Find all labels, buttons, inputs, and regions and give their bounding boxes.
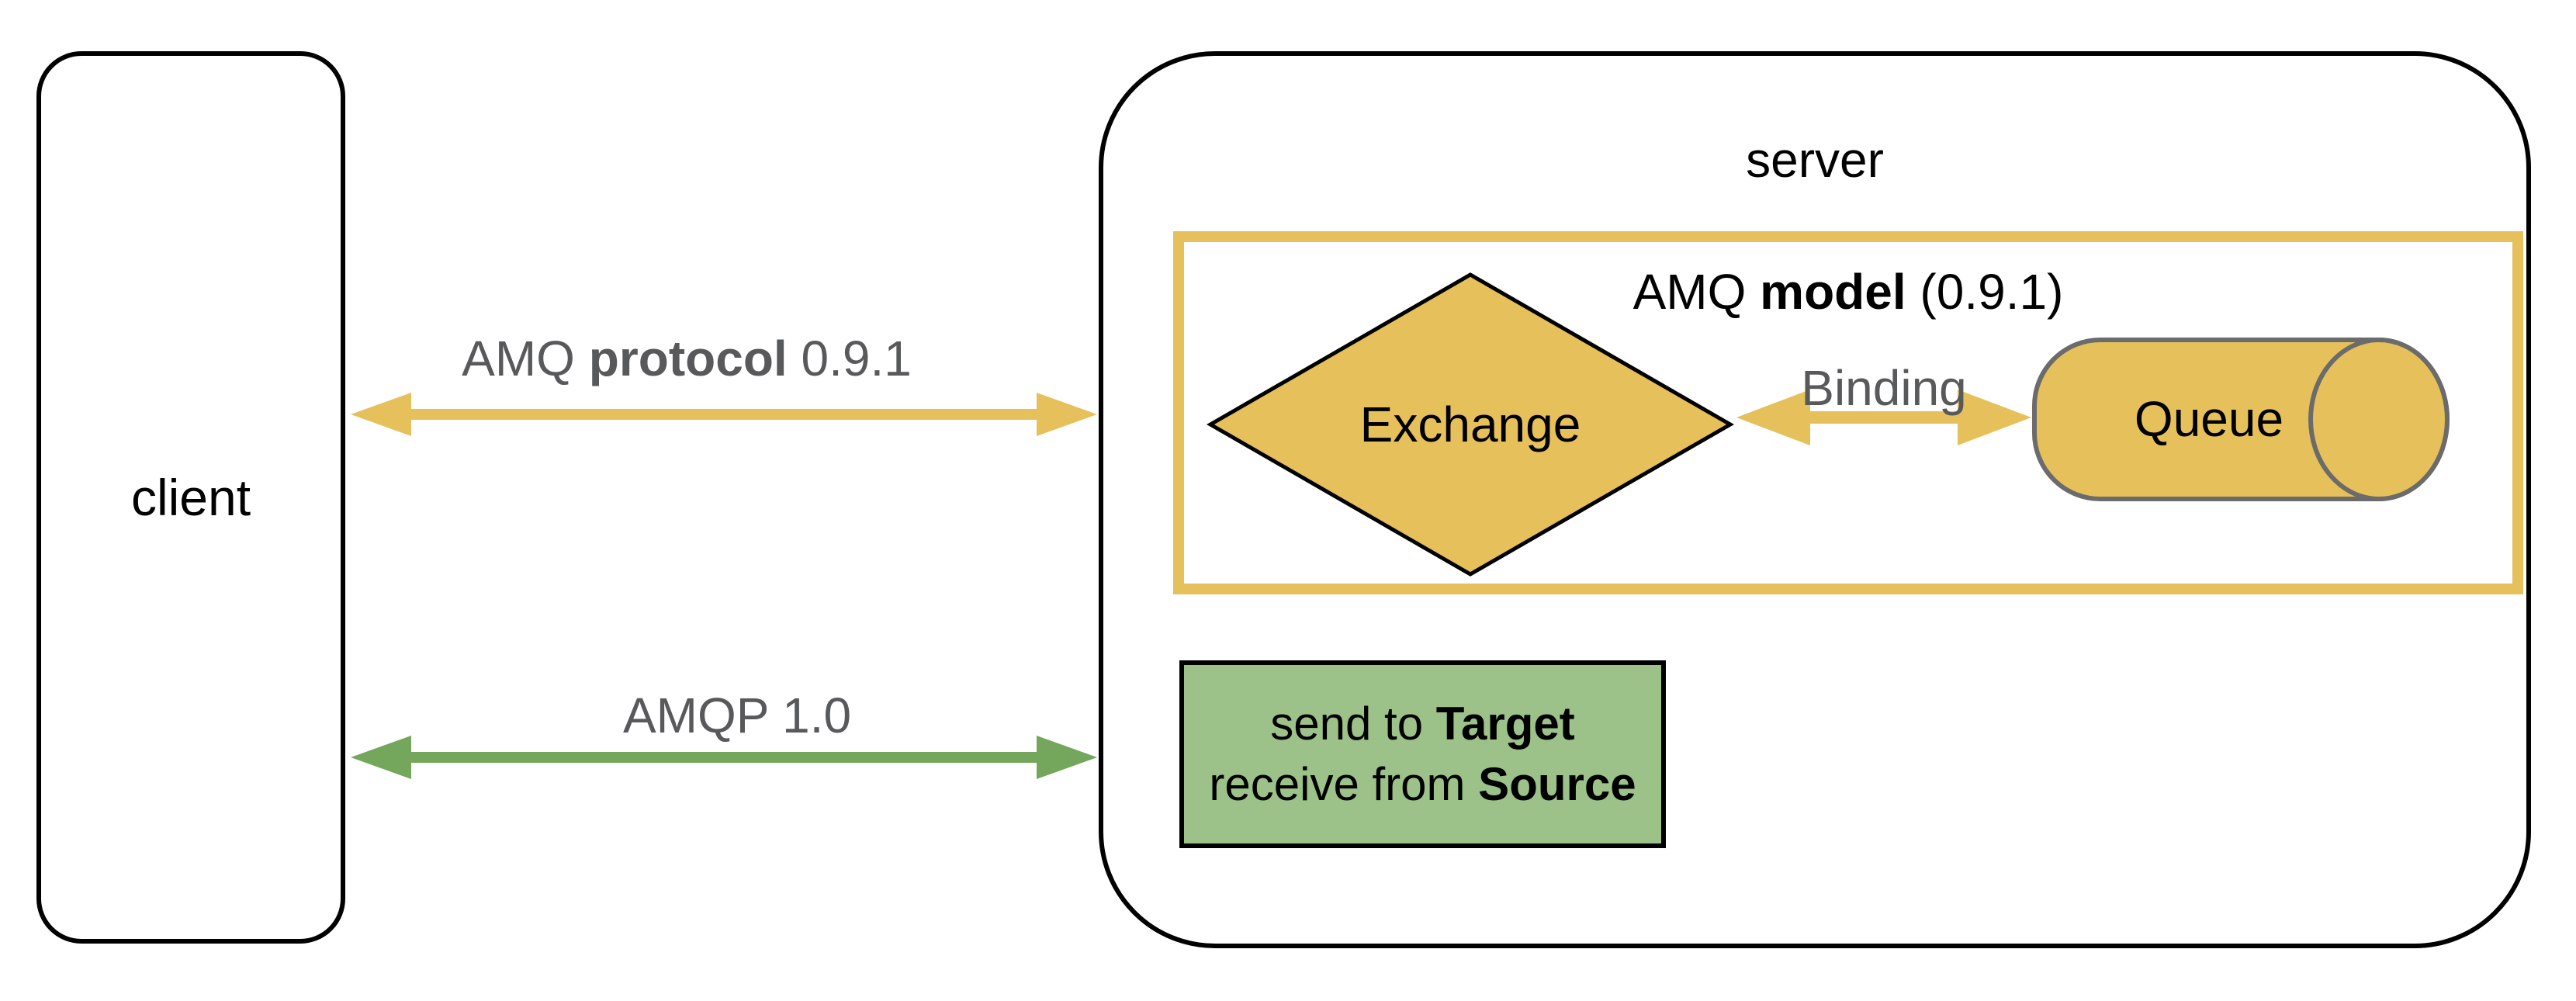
amq-model-box xyxy=(1173,231,2523,594)
amq-protocol-label-suffix: 0.9.1 xyxy=(787,331,912,386)
server-box xyxy=(1099,51,2531,948)
amq-model-title-suffix: (0.9.1) xyxy=(1906,264,2064,320)
amqp10-arrow xyxy=(351,736,1097,779)
amq-protocol-label-prefix: AMQ xyxy=(462,331,589,386)
receive-from-source-line: receive from Source xyxy=(1209,754,1636,815)
amq-model-title: AMQ model (0.9.1) xyxy=(1173,267,2523,317)
target-source-box: send to Target receive from Source xyxy=(1179,660,1666,848)
exchange-label: Exchange xyxy=(1359,397,1581,452)
send-to-target-line: send to Target xyxy=(1270,694,1574,754)
send-to-text: send to xyxy=(1270,698,1436,750)
server-label: server xyxy=(1746,132,1884,188)
source-text: Source xyxy=(1478,758,1636,810)
amq-protocol-arrow xyxy=(351,393,1097,436)
amqp10-label: AMQP 1.0 xyxy=(622,688,852,743)
binding-label: Binding xyxy=(1801,360,1967,416)
receive-from-text: receive from xyxy=(1209,758,1479,810)
amq-protocol-label-bold: protocol xyxy=(588,331,788,386)
amq-protocol-label: AMQ protocol 0.9.1 xyxy=(462,331,912,386)
target-text: Target xyxy=(1435,698,1575,750)
queue-label: Queue xyxy=(2134,391,2284,447)
amq-model-title-bold: model xyxy=(1760,264,1906,320)
client-box: client xyxy=(36,51,345,944)
client-label: client xyxy=(130,469,251,526)
exchange-diamond xyxy=(1206,272,1735,577)
amq-model-title-prefix: AMQ xyxy=(1633,264,1761,320)
queue-cylinder-end xyxy=(2308,338,2450,501)
binding-arrow xyxy=(1736,390,2031,445)
